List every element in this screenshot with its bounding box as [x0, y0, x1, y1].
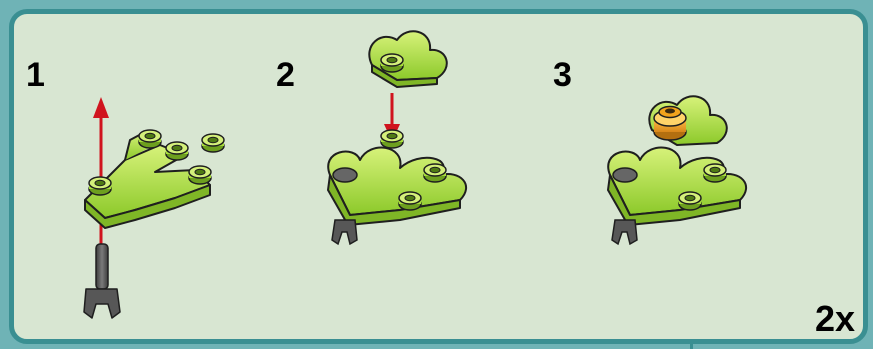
- step-3-illustration: [608, 96, 746, 244]
- step-1-illustration: [84, 97, 224, 318]
- step-2-illustration: [328, 31, 466, 244]
